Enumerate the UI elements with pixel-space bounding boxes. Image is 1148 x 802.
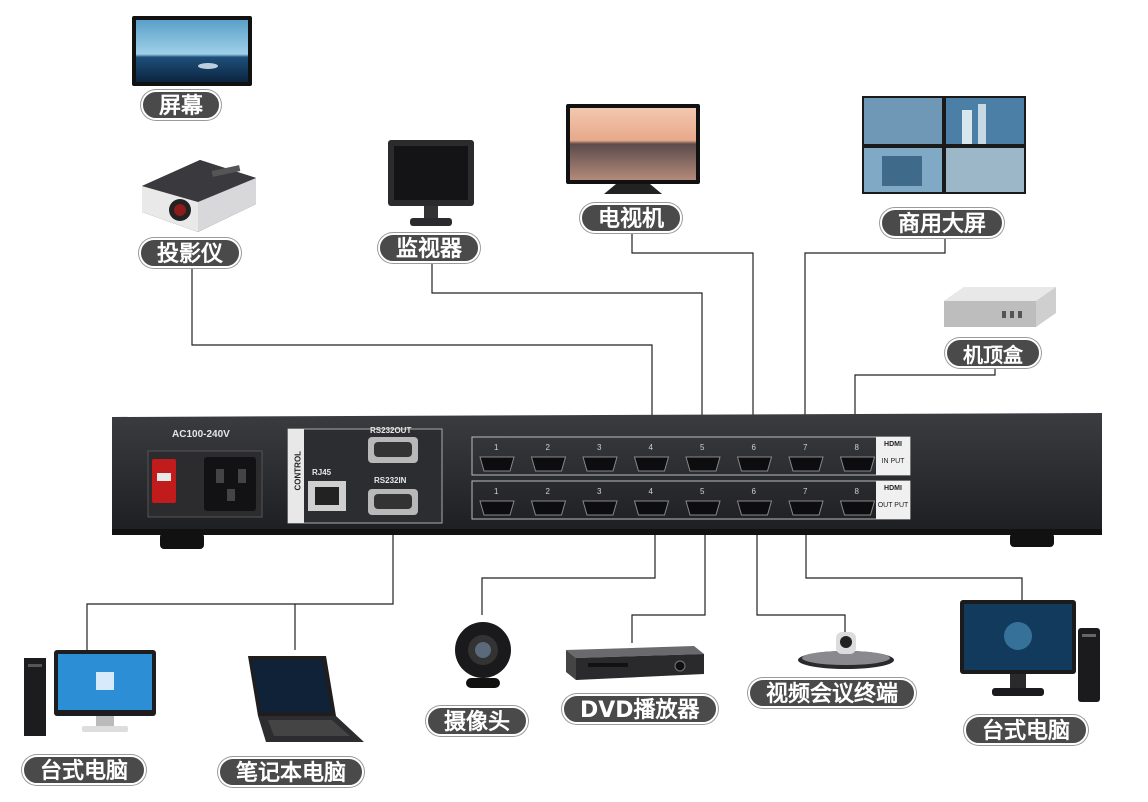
hdmi-input-port-7 <box>788 456 824 472</box>
rs232in-label: RS232IN <box>374 476 407 485</box>
hdmi-output-port-1 <box>479 500 515 516</box>
commercial-display-label: 商用大屏 <box>880 208 1005 238</box>
camera-icon <box>455 622 511 688</box>
dvd-label: DVD播放器 <box>562 694 718 724</box>
hdmi-input-port-5 <box>685 456 721 472</box>
video-conference-label: 视频会议终端 <box>748 678 917 708</box>
rj45-label: RJ45 <box>312 468 332 477</box>
line-monitor <box>431 262 703 450</box>
line-rs232 <box>86 510 394 650</box>
line-desktop-right <box>805 520 1023 600</box>
hdmi-output-title: HDMI <box>884 485 902 492</box>
hdmi-input-port-2 <box>530 456 567 472</box>
screen-label: 屏幕 <box>141 90 222 120</box>
set-top-box-icon <box>944 287 1056 327</box>
line-vconf <box>756 520 846 632</box>
desktop-left-icon <box>24 650 156 736</box>
hdmi-input-sub: IN PUT <box>881 458 905 465</box>
hdmi-input-port-number: 7 <box>803 443 808 452</box>
hdmi-output-port-number: 7 <box>803 487 808 496</box>
desktop-left-label: 台式电脑 <box>22 755 147 785</box>
tv-label: 电视机 <box>580 203 683 233</box>
line-dvd <box>631 520 706 643</box>
hdmi-input-port-3 <box>582 456 618 472</box>
screen-icon <box>132 16 252 86</box>
hdmi-input-port-6 <box>736 456 773 472</box>
hdmi-input-port-number: 3 <box>597 443 602 452</box>
hdmi-output-port-7 <box>788 500 824 516</box>
hdmi-output-port-number: 1 <box>494 487 499 496</box>
laptop-icon <box>248 656 364 742</box>
hdmi-output-port-6 <box>736 500 773 516</box>
control-label: CONTROL <box>293 450 303 491</box>
hdmi-input-port-1 <box>479 456 515 472</box>
set-top-box-label: 机顶盒 <box>945 338 1041 368</box>
hdmi-output-tag: HDMI OUT PUT <box>876 481 910 519</box>
desktop-right-icon <box>960 600 1100 702</box>
dvd-player-icon <box>566 646 704 680</box>
hdmi-output-sub: OUT PUT <box>877 502 909 509</box>
hdmi-input-port-4 <box>633 456 670 472</box>
camera-label: 摄像头 <box>426 706 529 736</box>
hdmi-output-port-8 <box>839 500 876 516</box>
video-conference-icon <box>798 632 894 669</box>
hdmi-input-port-number: 8 <box>854 443 859 452</box>
matrix-device: AC100-240V CONTROL RJ45 RS232OUT RS232IN… <box>112 413 1102 549</box>
hdmi-input-port-number: 4 <box>648 443 653 452</box>
hdmi-input-port-number: 2 <box>545 443 550 452</box>
projector-icon <box>142 160 256 232</box>
laptop-label: 笔记本电脑 <box>218 757 365 787</box>
hdmi-output-port-3 <box>582 500 618 516</box>
hdmi-output-port-number: 5 <box>700 487 705 496</box>
line-commercial <box>804 238 946 450</box>
hdmi-input-port-8 <box>839 456 876 472</box>
hdmi-input-port-number: 1 <box>494 443 499 452</box>
hdmi-input-port-number: 6 <box>751 443 756 452</box>
hdmi-output-port-4 <box>633 500 670 516</box>
tv-icon <box>566 104 700 194</box>
hdmi-output-port-number: 2 <box>545 487 550 496</box>
rs232out-label: RS232OUT <box>370 426 412 435</box>
line-projector <box>191 268 653 450</box>
hdmi-output-port-5 <box>685 500 721 516</box>
projector-label: 投影仪 <box>139 238 242 268</box>
hdmi-output-port-number: 8 <box>854 487 859 496</box>
line-camera <box>481 520 656 615</box>
power-label: AC100-240V <box>172 429 230 440</box>
commercial-display-icon <box>862 96 1026 194</box>
hdmi-output-port-number: 3 <box>597 487 602 496</box>
hdmi-output-port-2 <box>530 500 567 516</box>
monitor-label: 监视器 <box>378 233 481 263</box>
line-stb <box>854 366 996 450</box>
hdmi-input-title: HDMI <box>884 441 902 448</box>
hdmi-input-tag: HDMI IN PUT <box>876 437 910 475</box>
device-chassis <box>112 413 1102 549</box>
desktop-right-label: 台式电脑 <box>964 715 1089 745</box>
hdmi-output-port-number: 6 <box>751 487 756 496</box>
line-tv <box>631 234 754 450</box>
hdmi-input-port-number: 5 <box>700 443 705 452</box>
monitor-icon <box>388 140 474 226</box>
hdmi-output-port-number: 4 <box>648 487 653 496</box>
